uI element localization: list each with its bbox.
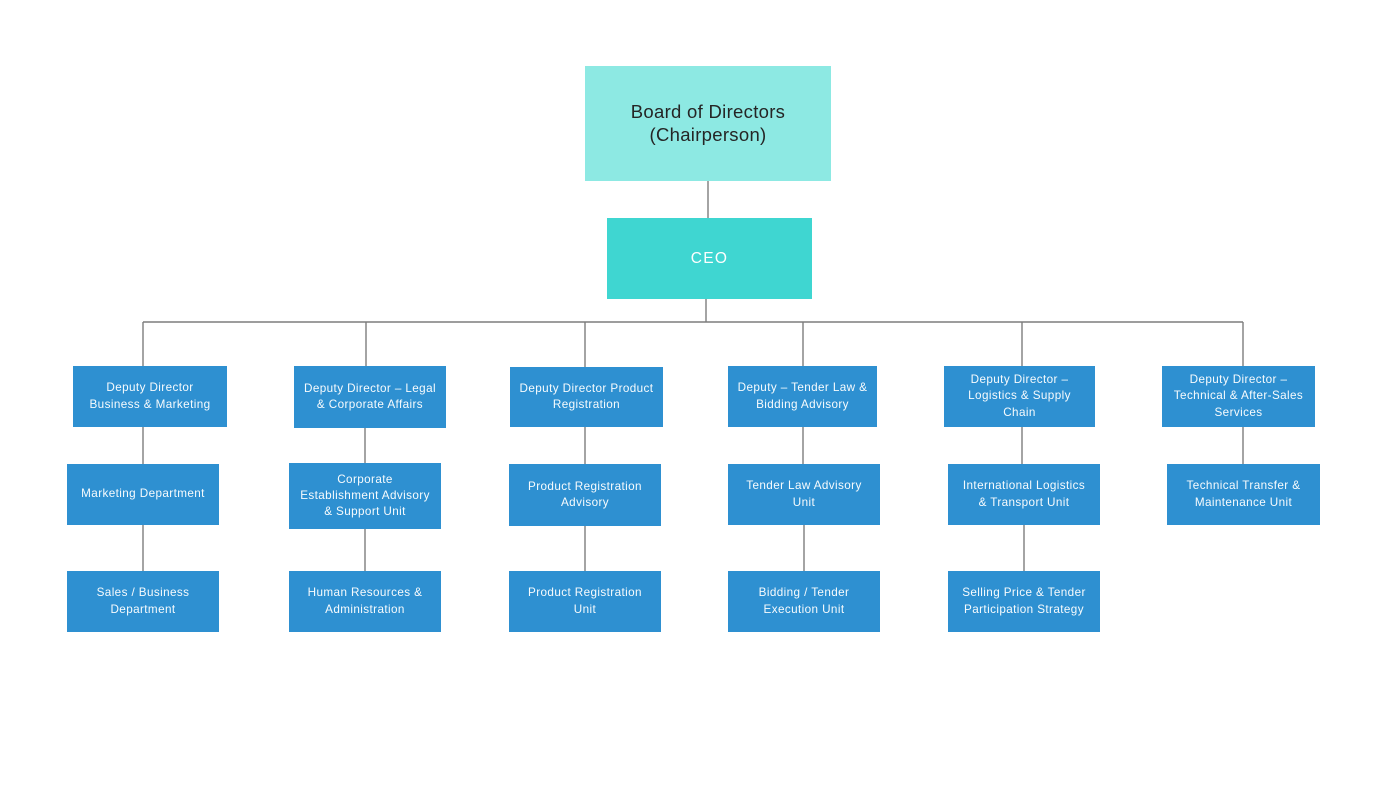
node-human-resources-administration[interactable]: Human Resources & Administration [289, 571, 441, 632]
node-tender-law-advisory-unit[interactable]: Tender Law Advisory Unit [728, 464, 880, 525]
node-technical-transfer-maintenance-unit[interactable]: Technical Transfer & Maintenance Unit [1167, 464, 1320, 525]
node-corporate-establishment-unit[interactable]: Corporate Establishment Advisory & Suppo… [289, 463, 441, 529]
node-product-registration-unit[interactable]: Product Registration Unit [509, 571, 661, 632]
node-deputy-logistics-supply-chain[interactable]: Deputy Director – Logistics & Supply Cha… [944, 366, 1095, 427]
node-deputy-business-marketing[interactable]: Deputy Director Business & Marketing [73, 366, 227, 427]
node-deputy-product-registration[interactable]: Deputy Director Product Registration [510, 367, 663, 427]
node-ceo[interactable]: CEO [607, 218, 812, 299]
node-selling-price-tender-strategy[interactable]: Selling Price & Tender Participation Str… [948, 571, 1100, 632]
node-deputy-tender-law-bidding[interactable]: Deputy – Tender Law & Bidding Advisory [728, 366, 877, 427]
node-deputy-legal-corporate-affairs[interactable]: Deputy Director – Legal & Corporate Affa… [294, 366, 446, 428]
node-international-logistics-unit[interactable]: International Logistics & Transport Unit [948, 464, 1100, 525]
node-bidding-tender-execution-unit[interactable]: Bidding / Tender Execution Unit [728, 571, 880, 632]
node-board-of-directors[interactable]: Board of Directors (Chairperson) [585, 66, 831, 181]
node-product-registration-advisory[interactable]: Product Registration Advisory [509, 464, 661, 526]
node-deputy-technical-after-sales[interactable]: Deputy Director – Technical & After-Sale… [1162, 366, 1315, 427]
node-marketing-department[interactable]: Marketing Department [67, 464, 219, 525]
node-sales-business-department[interactable]: Sales / Business Department [67, 571, 219, 632]
